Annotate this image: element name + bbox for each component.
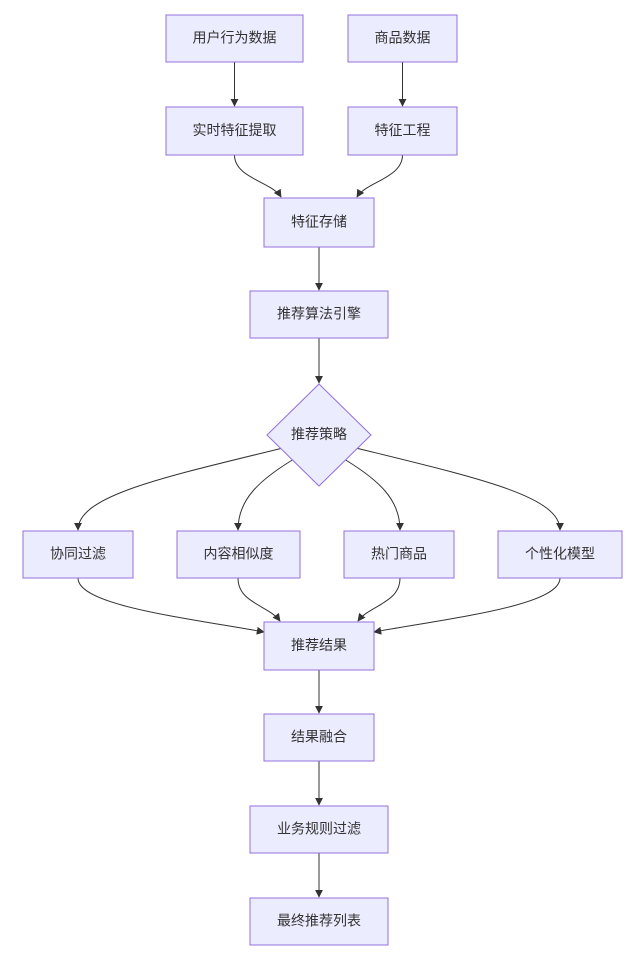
node-label: 推荐算法引擎 bbox=[277, 307, 361, 323]
edge-feature-engineering-to-feature-store bbox=[356, 154, 403, 198]
node-hot-products: 热门商品 bbox=[343, 530, 455, 579]
node-final-list: 最终推荐列表 bbox=[249, 897, 389, 946]
node-collab-filter: 协同过滤 bbox=[22, 530, 134, 579]
node-content-similarity: 内容相似度 bbox=[176, 530, 301, 579]
edge-realtime-features-to-feature-store bbox=[234, 154, 282, 198]
edge-personalized-model-to-rec-results bbox=[373, 577, 561, 635]
node-rec-results: 推荐结果 bbox=[263, 621, 375, 671]
edge-rec-strategy-to-collab-filter bbox=[74, 447, 284, 531]
node-feature-store: 特征存储 bbox=[263, 197, 375, 248]
node-label: 内容相似度 bbox=[204, 546, 274, 563]
node-label: 结果融合 bbox=[291, 730, 347, 746]
node-realtime-features: 实时特征提取 bbox=[165, 106, 304, 156]
edges bbox=[74, 62, 564, 898]
node-label: 业务规则过滤 bbox=[277, 822, 361, 838]
node-label: 推荐策略 bbox=[291, 426, 347, 443]
node-personalized-model: 个性化模型 bbox=[497, 530, 623, 579]
node-rec-engine: 推荐算法引擎 bbox=[249, 290, 389, 339]
edge-hot-products-to-rec-results bbox=[357, 577, 401, 622]
edge-rec-strategy-to-hot-products bbox=[338, 455, 404, 531]
node-label: 推荐结果 bbox=[291, 638, 347, 654]
node-label: 个性化模型 bbox=[525, 547, 595, 563]
node-label: 特征存储 bbox=[291, 215, 347, 231]
edge-content-similarity-to-rec-results bbox=[237, 577, 281, 622]
node-feature-engineering: 特征工程 bbox=[347, 106, 458, 156]
node-result-fusion: 结果融合 bbox=[263, 713, 375, 762]
node-label: 最终推荐列表 bbox=[277, 914, 361, 930]
node-product-data: 商品数据 bbox=[347, 14, 458, 63]
edge-collab-filter-to-rec-results bbox=[77, 577, 265, 635]
node-label: 特征工程 bbox=[375, 123, 431, 139]
edge-rec-strategy-to-personalized-model bbox=[355, 447, 564, 531]
node-label: 热门商品 bbox=[371, 547, 427, 563]
node-label: 协同过滤 bbox=[50, 547, 106, 563]
node-business-rules: 业务规则过滤 bbox=[249, 805, 389, 854]
node-label: 用户行为数据 bbox=[193, 30, 277, 47]
edge-rec-strategy-to-content-similarity bbox=[234, 455, 300, 531]
node-rec-strategy: 推荐策略 bbox=[266, 383, 372, 487]
node-user-behavior: 用户行为数据 bbox=[165, 14, 304, 63]
node-label: 实时特征提取 bbox=[193, 123, 277, 139]
node-label: 商品数据 bbox=[375, 31, 431, 47]
